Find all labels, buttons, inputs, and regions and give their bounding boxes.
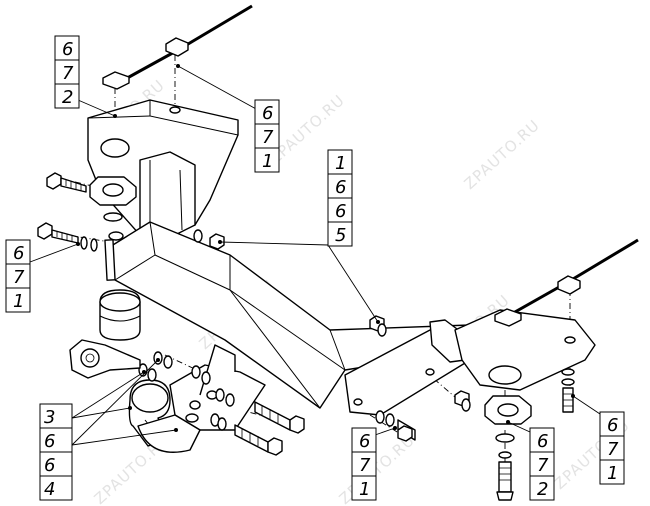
callout-label: 7 [262, 127, 274, 148]
callout-label: 7 [13, 267, 25, 288]
callout-label: 1 [607, 463, 618, 484]
right-spacer-washer [484, 395, 532, 459]
right-vertical-bolt [496, 461, 514, 501]
callout-label: 1 [262, 151, 273, 172]
callout-left-mid: 6 7 1 [5, 239, 31, 313]
callout-label: 4 [44, 479, 55, 500]
callout-bottom-right-b: 6 7 1 [599, 411, 625, 485]
callout-label: 6 [335, 201, 346, 222]
right-side-bolt-lower [375, 410, 416, 442]
callout-label: 3 [44, 407, 55, 428]
nut-right-rod [557, 275, 581, 295]
callout-bottom-center: 6 7 1 [351, 427, 377, 501]
callout-label: 2 [537, 479, 548, 500]
callout-label: 6 [62, 39, 73, 60]
callout-label: 6 [359, 431, 370, 452]
right-plate-slot [564, 336, 576, 344]
bracket-hole [100, 138, 130, 158]
callout-top-left: 6 7 2 [54, 35, 80, 109]
left-upper-bolt [46, 172, 87, 193]
callout-label: 6 [262, 103, 273, 124]
callout-label: 6 [13, 243, 24, 264]
right-threaded-rod [494, 238, 639, 327]
callout-bottom-left: 3 6 6 4 [39, 403, 73, 501]
callout-label: 7 [62, 63, 74, 84]
callout-label: 6 [537, 431, 548, 452]
callout-bottom-right-a: 6 7 2 [529, 427, 555, 501]
washer-top [102, 71, 130, 90]
nut-top [165, 37, 189, 57]
watermark: ZPAUTO.RU [336, 431, 419, 506]
electrical-socket [69, 339, 141, 379]
left-threaded-rod [102, 4, 253, 90]
callout-label: 6 [607, 415, 618, 436]
callout-label: 5 [335, 225, 346, 246]
right-mount-plate [454, 309, 596, 391]
callout-label: 1 [335, 153, 346, 174]
callout-top-center: 6 7 1 [254, 99, 280, 173]
bracket-slot [169, 106, 181, 114]
callout-center-right: 1 6 6 5 [327, 149, 353, 247]
ball-cap [99, 289, 141, 341]
callout-label: 2 [62, 87, 73, 108]
right-upper-bolt [561, 368, 575, 413]
left-lower-bolt [37, 222, 98, 252]
callout-label: 6 [44, 431, 55, 452]
washer-right-rod [494, 308, 522, 327]
callout-label: 7 [607, 439, 619, 460]
callout-label: 7 [359, 455, 371, 476]
callout-label: 1 [359, 479, 370, 500]
watermark: ZPAUTO.RU [461, 116, 544, 193]
right-bracket [344, 309, 596, 416]
callout-label: 6 [335, 177, 346, 198]
left-spacer-washer [89, 176, 137, 241]
callout-label: 6 [44, 455, 55, 476]
right-plate-hole [488, 365, 522, 385]
callout-label: 1 [13, 291, 24, 312]
right-side-bolt-upper [454, 390, 471, 412]
callout-label: 7 [537, 455, 549, 476]
ball-mount-bolts [138, 351, 305, 456]
leader-lines [29, 64, 601, 446]
